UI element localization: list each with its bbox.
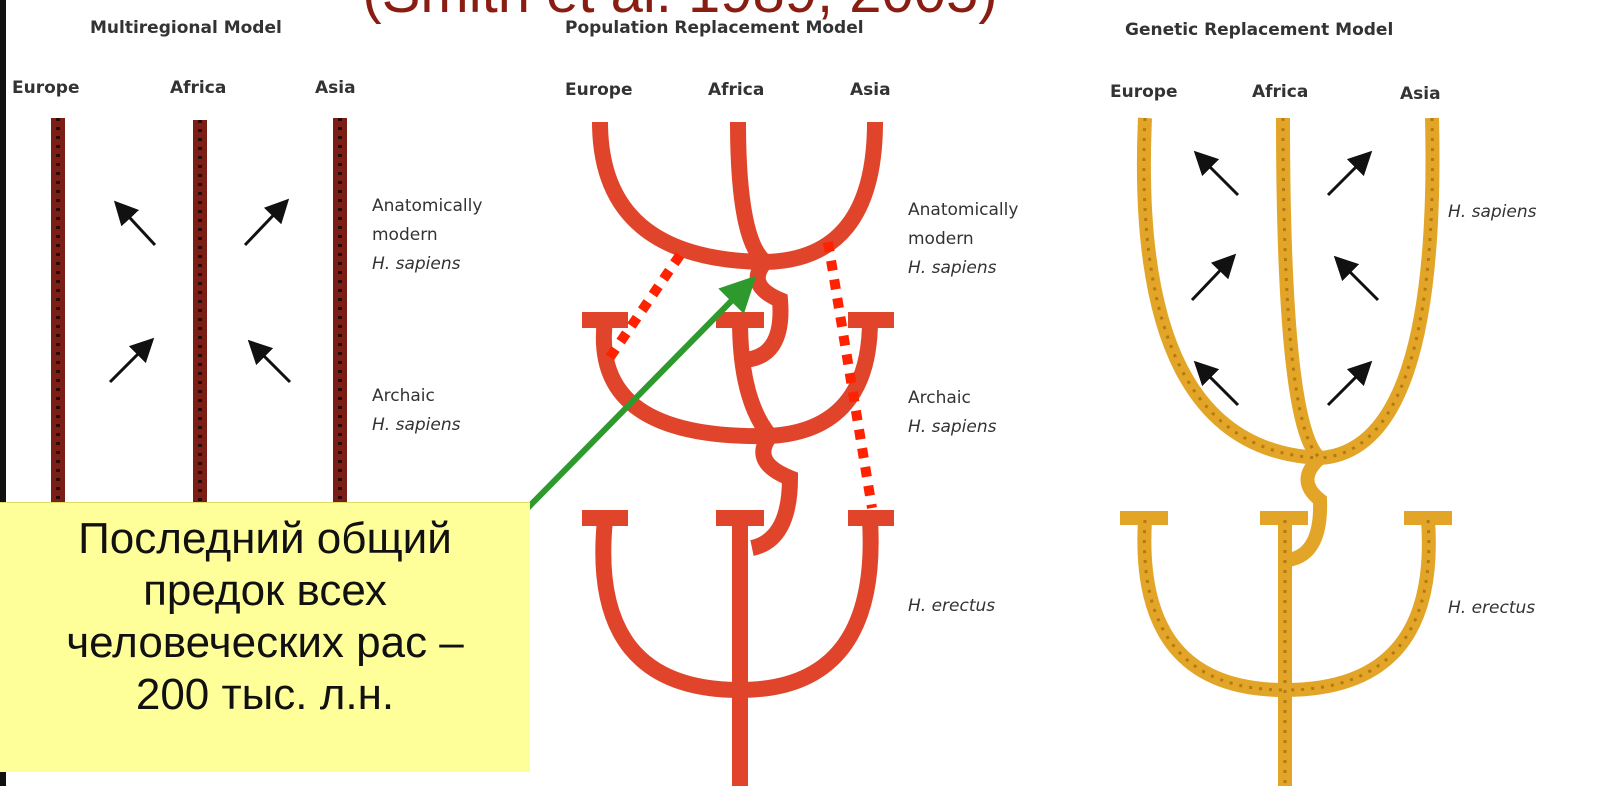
callout-line-3: человеческих рас –	[0, 617, 530, 669]
callout-line-4: 200 тыс. л.н.	[0, 669, 530, 721]
callout-line-1: Последний общий	[0, 513, 530, 565]
replacement-tree	[582, 122, 894, 786]
genetic-replacement-tree	[1120, 118, 1452, 786]
common-ancestor-callout: Последний общий предок всех человеческих…	[0, 502, 530, 772]
callout-line-2: предок всех	[0, 565, 530, 617]
common-ancestor-arrow	[508, 282, 750, 528]
